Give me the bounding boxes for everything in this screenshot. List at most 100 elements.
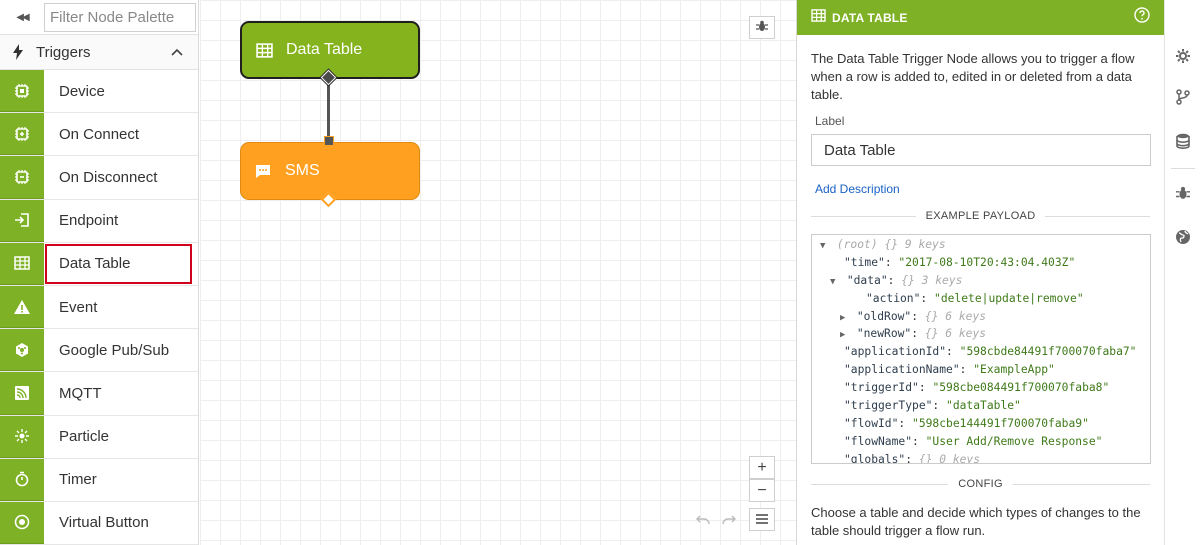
panel-body: The Data Table Trigger Node allows you t… (797, 35, 1164, 540)
table-icon (0, 242, 44, 285)
config-description: Choose a table and decide which types of… (811, 505, 1141, 538)
triggers-category-header[interactable]: Triggers (0, 35, 198, 70)
canvas-node-label: SMS (285, 162, 320, 179)
example-payload-heading: EXAMPLE PAYLOAD (925, 210, 1036, 222)
palette-item-on-connect[interactable]: On Connect (0, 113, 198, 157)
label-field-caption: Label (815, 114, 845, 128)
payload-row: "action": "delete|update|remove" (866, 291, 1084, 305)
caret-right-icon[interactable]: ▶ (840, 312, 846, 323)
chevron-up-icon[interactable] (156, 48, 198, 56)
palette-item-data-table[interactable]: Data Table (0, 242, 198, 286)
caret-right-icon[interactable]: ▶ (840, 330, 846, 341)
canvas-node-data-table[interactable]: Data Table (240, 21, 420, 79)
database-icon[interactable] (1165, 133, 1200, 149)
palette-item-label: Google Pub/Sub (59, 341, 170, 359)
caret-down-icon[interactable]: ▼ (820, 241, 826, 251)
payload-row-data[interactable]: ▼ "data": {} 3 keys (812, 272, 1150, 290)
payload-row: "applicationId": "598cbde84491f700070fab… (844, 345, 1137, 359)
canvas-node-sms[interactable]: SMS (240, 142, 420, 200)
plus-icon: + (757, 458, 767, 476)
palette-item-label: Device (59, 82, 105, 100)
payload-key: "time" (844, 255, 885, 269)
palette-item-on-disconnect[interactable]: On Disconnect (0, 156, 198, 200)
collapse-palette-button[interactable]: ◀◀ (0, 0, 44, 35)
redo-icon[interactable] (722, 512, 736, 528)
payload-row-newrow[interactable]: ▶ "newRow": {} 6 keys (812, 325, 1150, 343)
debug-button[interactable] (749, 16, 775, 39)
palette-item-label: Endpoint (59, 212, 119, 230)
zoom-in-button[interactable]: + (749, 456, 775, 479)
add-description-link[interactable]: Add Description (815, 182, 900, 196)
input-port[interactable] (324, 136, 334, 146)
device-connect-icon (0, 113, 44, 156)
payload-row-oldrow[interactable]: ▶ "oldRow": {} 6 keys (812, 308, 1150, 326)
payload-value: "dataTable" (946, 399, 1021, 413)
particle-icon (0, 415, 44, 458)
node-description: The Data Table Trigger Node allows you t… (811, 51, 1135, 102)
divider-line (1012, 483, 1151, 485)
trigger-node-list: Device On Connect On Disconnect Endpoint… (0, 70, 198, 545)
config-divider: CONFIG (811, 478, 1151, 490)
example-payload-tree[interactable]: ▼ (root) {} 9 keys "time": "2017-08-10T2… (811, 234, 1151, 464)
payload-key: "action" (866, 291, 921, 305)
palette-item-particle[interactable]: Particle (0, 415, 198, 459)
canvas-menu-button[interactable] (749, 508, 775, 531)
palette-item-mqtt[interactable]: MQTT (0, 372, 198, 416)
palette-item-label: Data Table (44, 243, 193, 285)
undo-icon[interactable] (696, 512, 710, 528)
triggers-category-label: Triggers (36, 43, 91, 61)
payload-key: "newRow" (856, 327, 912, 341)
palette-item-event[interactable]: Event (0, 285, 198, 330)
branch-icon[interactable] (1165, 89, 1200, 105)
palette-item-label: MQTT (59, 384, 102, 402)
payload-key: "globals" (844, 452, 906, 464)
payload-row-root[interactable]: ▼ (root) {} 9 keys (812, 236, 1150, 254)
payload-row: "globals": {} 0 keys (844, 452, 981, 464)
help-icon[interactable] (1134, 7, 1150, 28)
payload-value: "598cbe144491f700070faba9" (912, 416, 1089, 430)
payload-key: "triggerType" (844, 399, 933, 413)
payload-meta: {} 6 keys (924, 309, 987, 323)
lightning-icon (0, 44, 36, 60)
mqtt-icon (0, 372, 44, 415)
gear-icon[interactable] (1165, 48, 1200, 64)
workflow-canvas[interactable]: Data Table SMS + − (200, 0, 796, 545)
payload-meta: {} 9 keys (884, 238, 946, 251)
node-palette: ◀◀ Triggers Device On Connect (0, 0, 199, 545)
right-tool-sidebar (1164, 0, 1200, 545)
node-connector-wire[interactable] (327, 78, 330, 141)
canvas-node-label: Data Table (286, 41, 363, 58)
zoom-out-button[interactable]: − (749, 479, 775, 502)
palette-item-google-pubsub[interactable]: Google Pub/Sub (0, 329, 198, 373)
payload-value: "delete|update|remove" (934, 291, 1084, 305)
divider-line (811, 215, 916, 217)
minus-icon: − (757, 481, 767, 499)
config-heading: CONFIG (958, 478, 1003, 490)
bug-icon[interactable] (1165, 186, 1200, 200)
label-input[interactable] (811, 134, 1151, 166)
payload-row: "flowName": "User Add/Remove Response" (844, 434, 1103, 448)
palette-item-endpoint[interactable]: Endpoint (0, 199, 198, 243)
payload-value: "User Add/Remove Response" (925, 434, 1103, 448)
palette-item-label: Event (59, 298, 98, 316)
filter-node-palette-input[interactable] (44, 2, 196, 32)
caret-down-icon[interactable]: ▼ (830, 276, 836, 287)
payload-key: "applicationName" (844, 363, 960, 377)
globe-icon[interactable] (1165, 229, 1200, 245)
divider-line (1045, 215, 1151, 217)
payload-key: "triggerId" (844, 381, 919, 395)
divider-line (811, 483, 949, 485)
payload-value: "2017-08-10T20:43:04.403Z" (898, 255, 1076, 269)
virtual-button-icon (0, 501, 44, 545)
hamburger-icon (756, 511, 768, 529)
device-icon (0, 70, 44, 113)
endpoint-icon (0, 199, 44, 242)
node-properties-panel: DATA TABLE The Data Table Trigger Node a… (796, 0, 1164, 545)
palette-item-virtual-button[interactable]: Virtual Button (0, 501, 198, 545)
payload-row: "time": "2017-08-10T20:43:04.403Z" (844, 255, 1076, 269)
payload-key: "flowId" (844, 416, 899, 430)
palette-item-device[interactable]: Device (0, 70, 198, 114)
palette-item-timer[interactable]: Timer (0, 458, 198, 502)
undo-redo-group (696, 512, 736, 528)
payload-key: "applicationId" (844, 345, 947, 359)
